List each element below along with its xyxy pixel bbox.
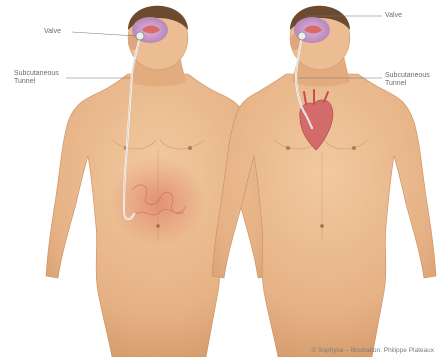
right-navel	[320, 224, 324, 228]
right-valve	[298, 32, 306, 40]
copyright-credit: © Sophysa – Illustration: Philippe Plate…	[311, 347, 434, 354]
left-nipple-r	[188, 146, 192, 150]
left-valve	[136, 32, 144, 40]
left-valve-label: Valve	[44, 28, 61, 36]
right-valve-label: Valve	[385, 12, 402, 20]
left-navel	[156, 224, 160, 228]
right-nipple-l	[286, 146, 290, 150]
right-tunnel-label-line2: Tunnel	[385, 80, 430, 88]
right-nipple-r	[352, 146, 356, 150]
right-tunnel-label: Subcutaneous Tunnel	[385, 72, 430, 88]
left-tunnel-label-line1: Subcutaneous	[14, 70, 59, 78]
right-figure	[212, 6, 436, 357]
left-valve-leader	[72, 32, 136, 36]
right-tunnel-label-line1: Subcutaneous	[385, 72, 430, 80]
left-tunnel-label-line2: Tunnel	[14, 78, 59, 86]
left-tunnel-label: Subcutaneous Tunnel	[14, 70, 59, 86]
